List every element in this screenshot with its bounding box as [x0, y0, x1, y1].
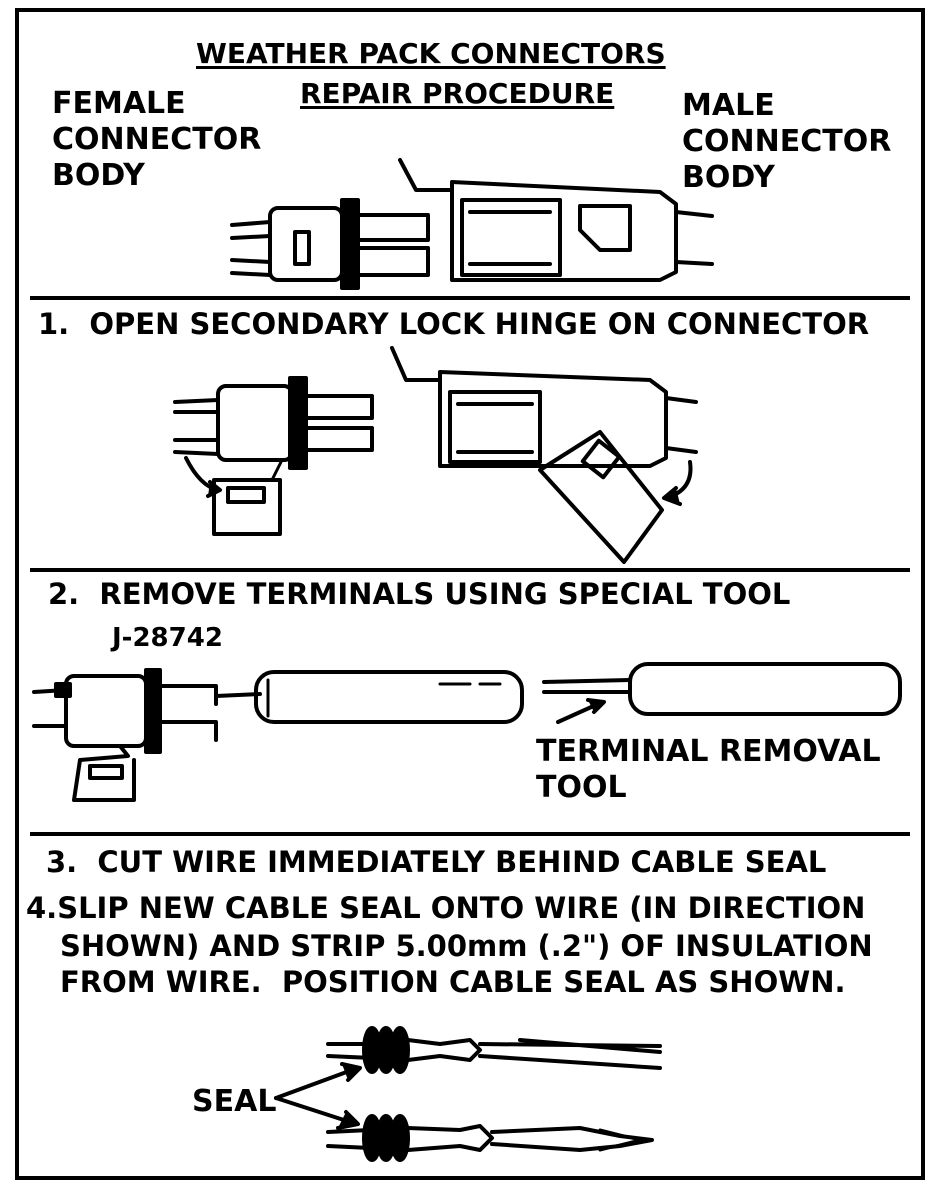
seal-wire-top	[326, 1026, 662, 1074]
diagram-title: WEATHER PACK CONNECTORS	[196, 37, 666, 70]
step2-terminal-removal-tool	[542, 662, 902, 724]
diagram-frame	[15, 8, 925, 1180]
male-label-line2: CONNECTOR	[682, 124, 892, 159]
step1-male-connector	[390, 346, 698, 564]
seal-arrows	[274, 1062, 362, 1130]
section-divider-3	[30, 832, 910, 836]
terminal-tool-line2: TOOL	[536, 770, 627, 805]
female-label-line2: CONNECTOR	[52, 122, 262, 157]
diagram-subtitle: REPAIR PROCEDURE	[300, 77, 615, 110]
step-2-text: 2. REMOVE TERMINALS USING SPECIAL TOOL	[48, 577, 791, 611]
female-label-line1: FEMALE	[52, 86, 186, 121]
step-1-text: 1. OPEN SECONDARY LOCK HINGE ON CONNECTO…	[38, 307, 870, 341]
terminal-tool-line1: TERMINAL REMOVAL	[536, 734, 881, 769]
male-label-line1: MALE	[682, 88, 775, 123]
female-label-line3: BODY	[52, 158, 145, 193]
step-4-line2: SHOWN) AND STRIP 5.00mm (.2") OF INSULAT…	[60, 929, 873, 963]
step2-connector-with-tool	[32, 668, 524, 802]
female-connector-drawing	[230, 198, 430, 290]
step-4-line1: 4.SLIP NEW CABLE SEAL ONTO WIRE (IN DIRE…	[26, 891, 866, 925]
seal-wire-bottom	[326, 1114, 654, 1162]
tool-number-label: J-28742	[112, 623, 223, 653]
seal-label: SEAL	[192, 1084, 277, 1119]
male-connector-drawing	[398, 158, 714, 282]
section-divider-1	[30, 296, 910, 300]
step1-female-connector	[173, 376, 374, 536]
section-divider-2	[30, 568, 910, 572]
male-label-line3: BODY	[682, 160, 775, 195]
step-4-line3: FROM WIRE. POSITION CABLE SEAL AS SHOWN.	[60, 965, 846, 999]
step-3-text: 3. CUT WIRE IMMEDIATELY BEHIND CABLE SEA…	[46, 845, 827, 879]
